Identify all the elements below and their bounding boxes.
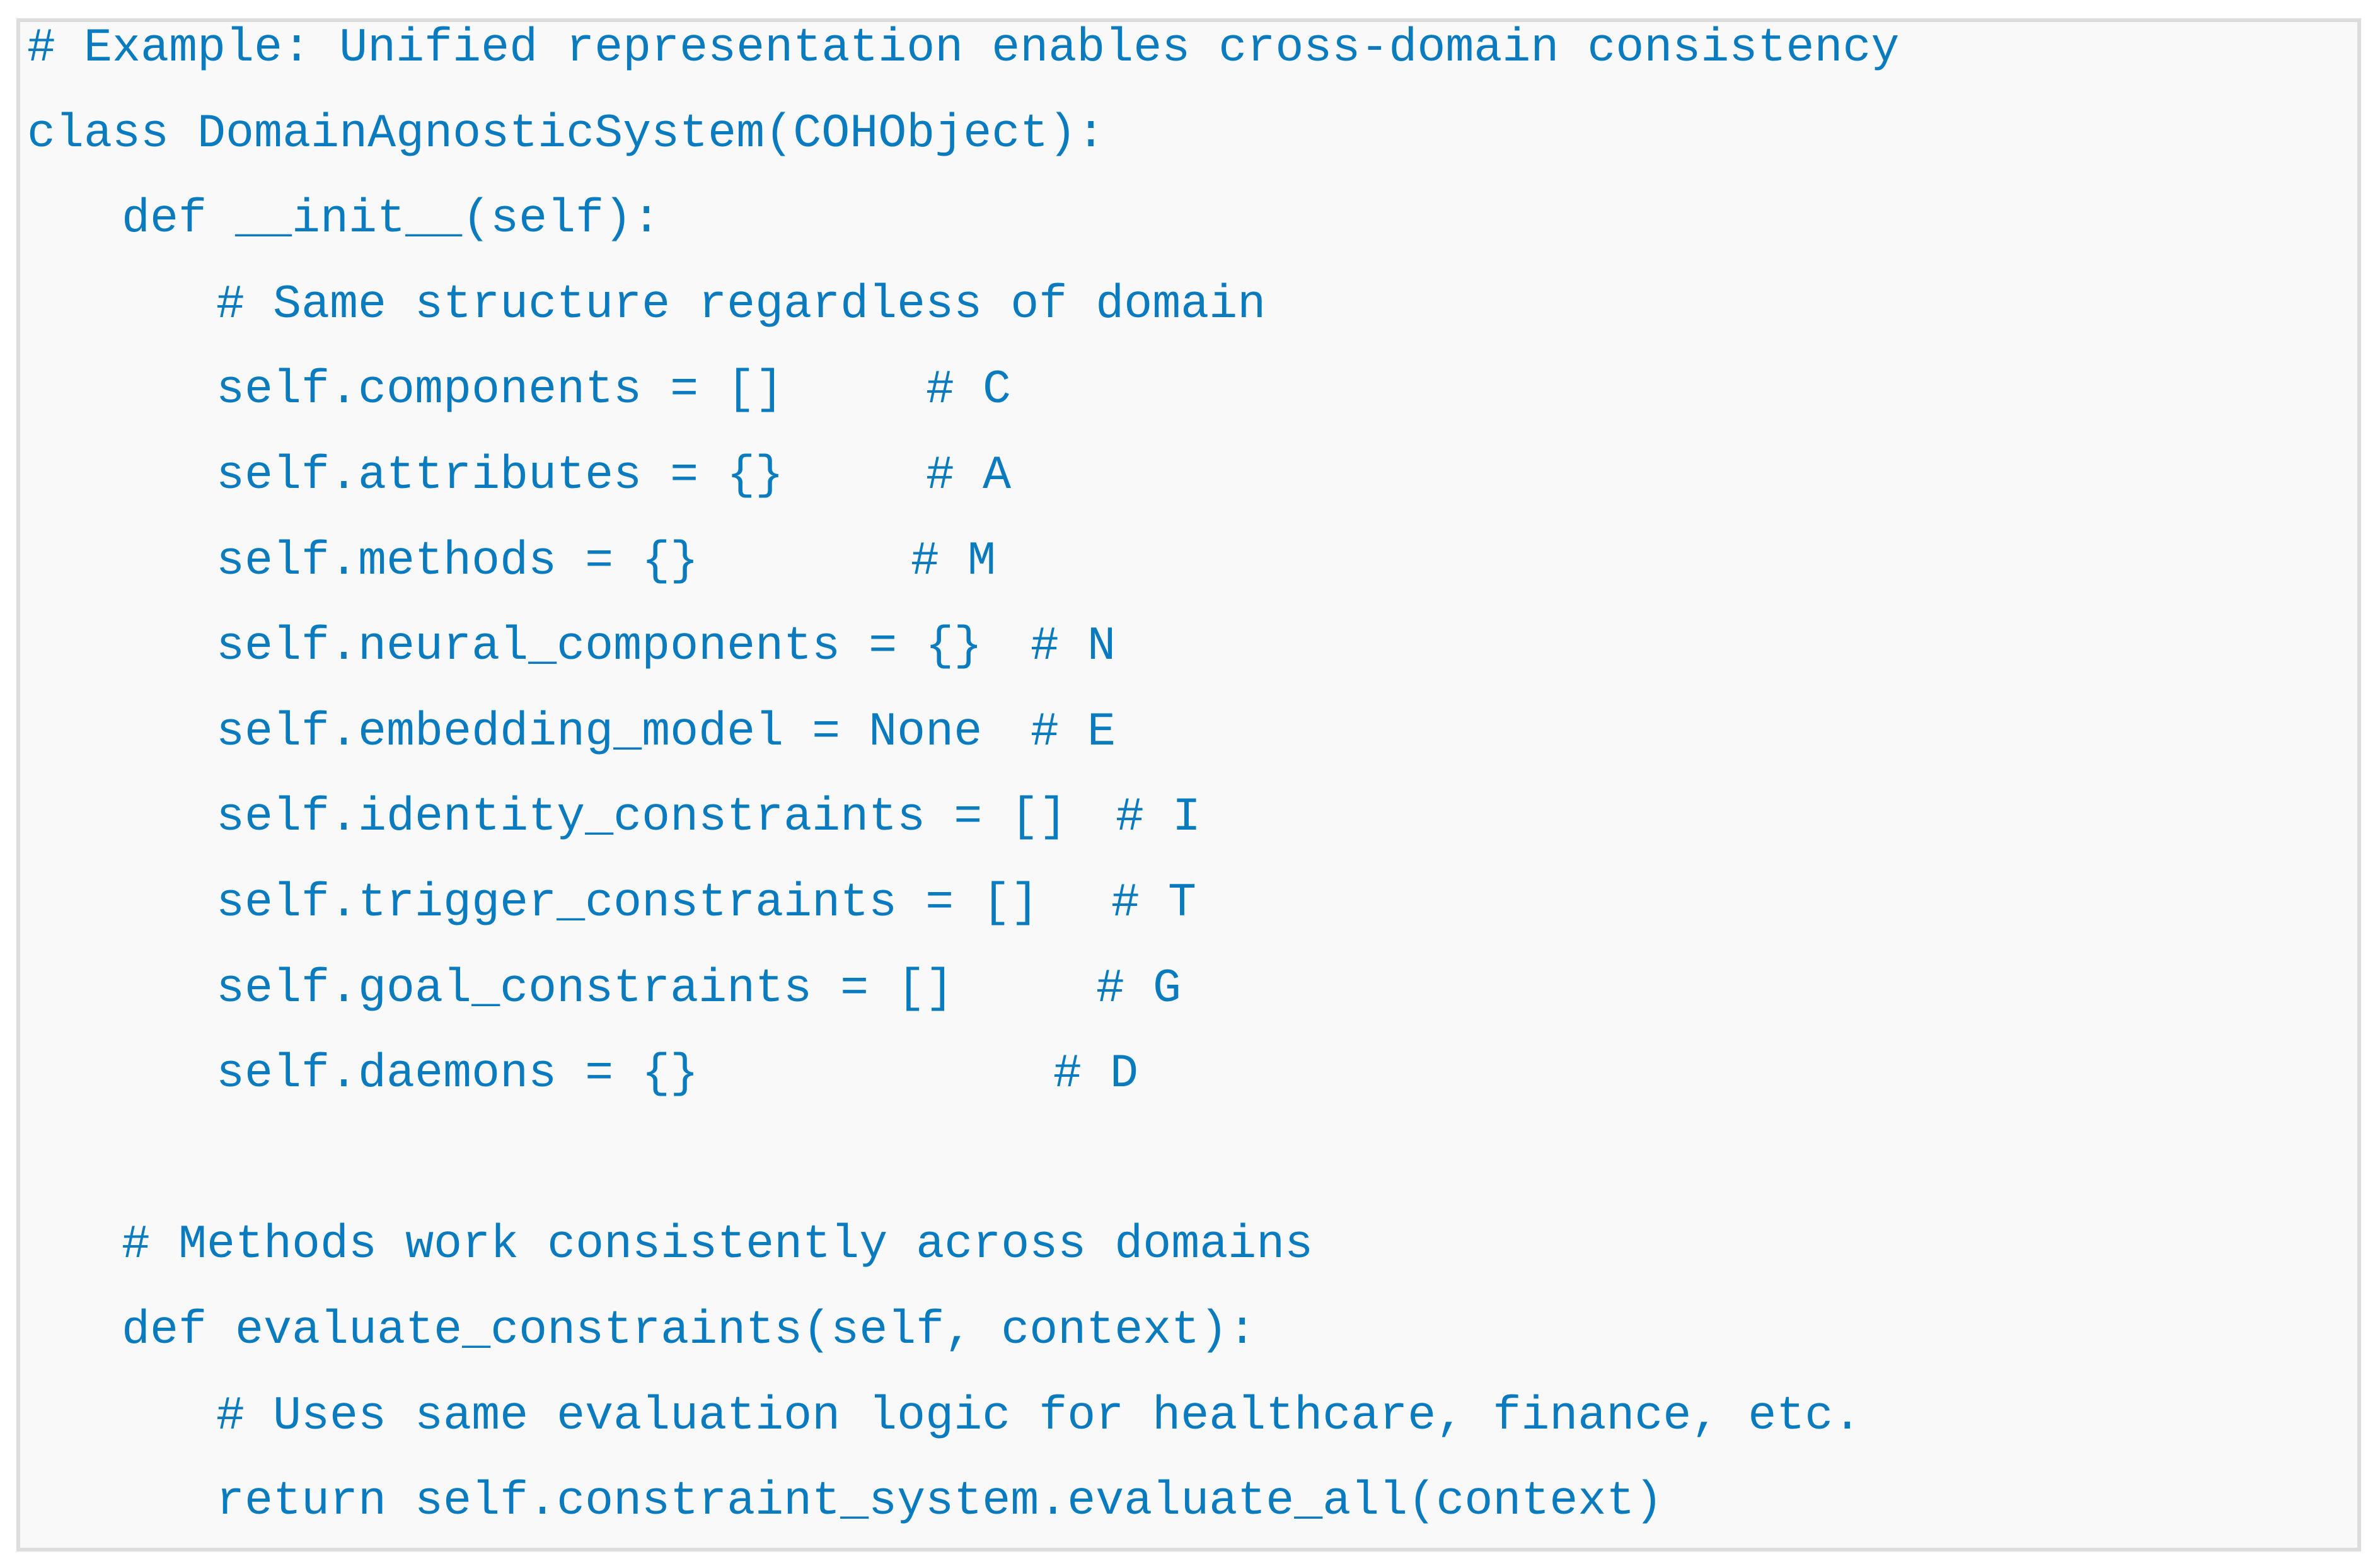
code-text: self.goal_constraints = [] xyxy=(216,961,954,1016)
code-line: # Example: Unified representation enable… xyxy=(0,6,2332,91)
code-line xyxy=(0,1117,2332,1203)
code-text: def evaluate_constraints(self, context): xyxy=(122,1304,1257,1357)
code-text: self.trigger_constraints = [] xyxy=(216,876,1039,930)
inline-comment: # M xyxy=(911,534,996,588)
code-line: def evaluate_constraints(self, context): xyxy=(0,1288,2332,1374)
code-text: self.neural_components = {} xyxy=(216,620,983,674)
inline-comment: # E xyxy=(1031,705,1116,759)
code-line: # Methods work consistently across domai… xyxy=(0,1202,2332,1288)
inline-comment: # D xyxy=(1053,1047,1139,1101)
code-line: # Uses same evaluation logic for healthc… xyxy=(0,1374,2332,1459)
inline-comment: # A xyxy=(926,449,1012,502)
code-line: self.attributes = {} # A xyxy=(0,433,2332,519)
code-comment: # Uses same evaluation logic for healthc… xyxy=(216,1389,1862,1443)
code-line: return self.constraint_system.evaluate_a… xyxy=(0,1459,2332,1545)
code-comment: # Same structure regardless of domain xyxy=(216,277,1266,332)
code-line: def __init__(self): xyxy=(0,177,2332,262)
code-text: class DomainAgnosticSystem(COHObject): xyxy=(27,107,1106,161)
code-line: self.identity_constraints = [] # I xyxy=(0,775,2332,861)
code-text: self.embedding_model = None xyxy=(216,705,983,759)
code-block xyxy=(16,18,2361,1552)
code-line: self.goal_constraints = [] # G xyxy=(0,946,2332,1032)
code-line: self.embedding_model = None # E xyxy=(0,690,2332,775)
code-line: self.neural_components = {} # N xyxy=(0,604,2332,690)
code-line: # Same structure regardless of domain xyxy=(0,262,2332,348)
code-text: self.methods = {} xyxy=(216,534,699,588)
code-comment: # Example: Unified representation enable… xyxy=(27,21,1900,75)
code-text: self.attributes = {} xyxy=(216,449,784,502)
code-line: self.trigger_constraints = [] # T xyxy=(0,861,2332,946)
code-line: class DomainAgnosticSystem(COHObject): xyxy=(0,91,2332,177)
code-comment: # Methods work consistently across domai… xyxy=(122,1218,1314,1272)
code-text: self.identity_constraints = [] xyxy=(216,791,1068,845)
code-line: self.components = [] # C xyxy=(0,347,2332,433)
code-line: self.daemons = {} # D xyxy=(0,1031,2332,1117)
inline-comment: # N xyxy=(1031,620,1116,674)
inline-comment: # T xyxy=(1111,876,1197,930)
code-text: self.daemons = {} xyxy=(216,1047,699,1101)
inline-comment: # G xyxy=(1096,961,1182,1016)
code-text: self.components = [] xyxy=(216,363,784,417)
code-text: def __init__(self): xyxy=(122,192,661,246)
code-line: self.methods = {} # M xyxy=(0,519,2332,605)
inline-comment: # C xyxy=(926,363,1012,417)
code-text: return self.constraint_system.evaluate_a… xyxy=(216,1475,1663,1529)
inline-comment: # I xyxy=(1116,791,1201,845)
